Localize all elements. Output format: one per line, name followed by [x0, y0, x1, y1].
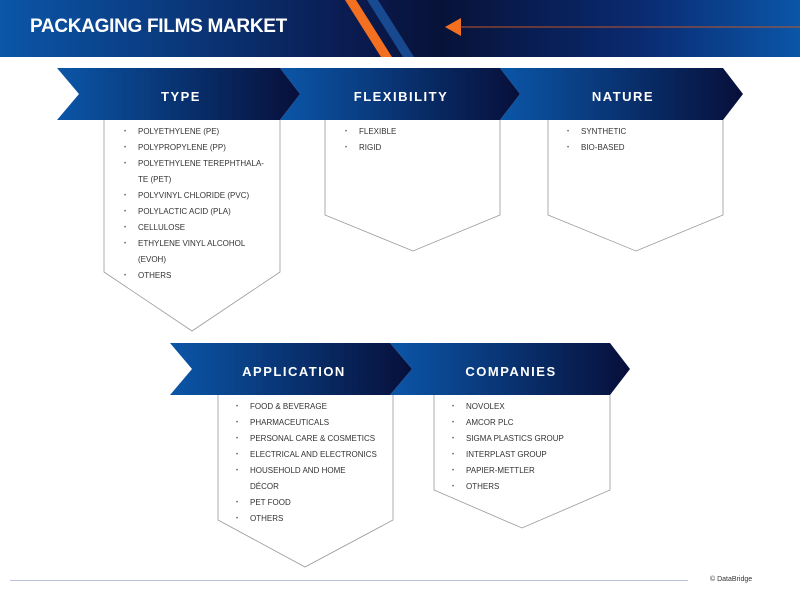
- flexibility-box: [324, 120, 501, 252]
- header-banner: PACKAGING FILMS MARKET: [0, 0, 800, 57]
- list-item: POLYETHYLENE TEREPHTHALA-: [124, 156, 264, 172]
- list-item: SIGMA PLASTICS GROUP: [452, 431, 564, 447]
- list-item: PHARMACEUTICALS: [236, 415, 377, 431]
- chevron-companies: [390, 343, 630, 395]
- list-item: POLYETHYLENE (PE): [124, 124, 264, 140]
- list-item: PERSONAL CARE & COSMETICS: [236, 431, 377, 447]
- nature-list: SYNTHETIC BIO-BASED: [567, 124, 626, 156]
- list-item: INTERPLAST GROUP: [452, 447, 564, 463]
- list-item: ELECTRICAL AND ELECTRONICS: [236, 447, 377, 463]
- flexibility-list: FLEXIBLE RIGID: [345, 124, 396, 156]
- segment-label-type: TYPE: [161, 89, 201, 104]
- nature-box: [547, 120, 724, 252]
- chevron-application: [170, 343, 412, 395]
- application-box: [217, 395, 394, 568]
- list-item: RIGID: [345, 140, 396, 156]
- segment-label-application: APPLICATION: [242, 364, 346, 379]
- list-item: ETHYLENE VINYL ALCOHOL: [124, 236, 264, 252]
- list-item: FOOD & BEVERAGE: [236, 399, 377, 415]
- companies-list: NOVOLEX AMCOR PLC SIGMA PLASTICS GROUP I…: [452, 399, 564, 495]
- list-item: (EVOH): [138, 255, 166, 264]
- list-item: POLYVINYL CHLORIDE (PVC): [124, 188, 264, 204]
- type-list: POLYETHYLENE (PE) POLYPROPYLENE (PP) POL…: [124, 124, 264, 284]
- list-item: OTHERS: [452, 479, 564, 495]
- type-box: [103, 120, 281, 332]
- segment-label-companies: COMPANIES: [465, 364, 557, 379]
- segment-label-nature: NATURE: [591, 89, 655, 104]
- chevron-flexibility: [280, 68, 520, 120]
- chevron-nature: [500, 68, 743, 120]
- list-item: SYNTHETIC: [567, 124, 626, 140]
- list-item: OTHERS: [124, 268, 264, 284]
- list-item: DÉCOR: [250, 482, 279, 491]
- list-item: OTHERS: [236, 511, 377, 527]
- page-title: PACKAGING FILMS MARKET: [30, 16, 287, 37]
- list-item: PAPIER-METTLER: [452, 463, 564, 479]
- list-item: HOUSEHOLD AND HOME: [236, 463, 377, 479]
- companies-box: [433, 395, 611, 529]
- list-item: FLEXIBLE: [345, 124, 396, 140]
- application-list: FOOD & BEVERAGE PHARMACEUTICALS PERSONAL…: [236, 399, 377, 527]
- list-item: TE (PET): [138, 175, 172, 184]
- segment-label-flexibility: FLEXIBILITY: [353, 89, 449, 104]
- copyright: © DataBridge: [710, 576, 753, 583]
- list-item: AMCOR PLC: [452, 415, 564, 431]
- footer-divider: [10, 580, 688, 581]
- list-item: BIO-BASED: [567, 140, 626, 156]
- header-decoration: [345, 0, 800, 57]
- list-item: PET FOOD: [236, 495, 377, 511]
- chevron-type: [57, 68, 300, 120]
- list-item: POLYPROPYLENE (PP): [124, 140, 264, 156]
- list-item: POLYLACTIC ACID (PLA): [124, 204, 264, 220]
- list-item: CELLULOSE: [124, 220, 264, 236]
- list-item: NOVOLEX: [452, 399, 564, 415]
- arrow-left-icon: [445, 18, 461, 36]
